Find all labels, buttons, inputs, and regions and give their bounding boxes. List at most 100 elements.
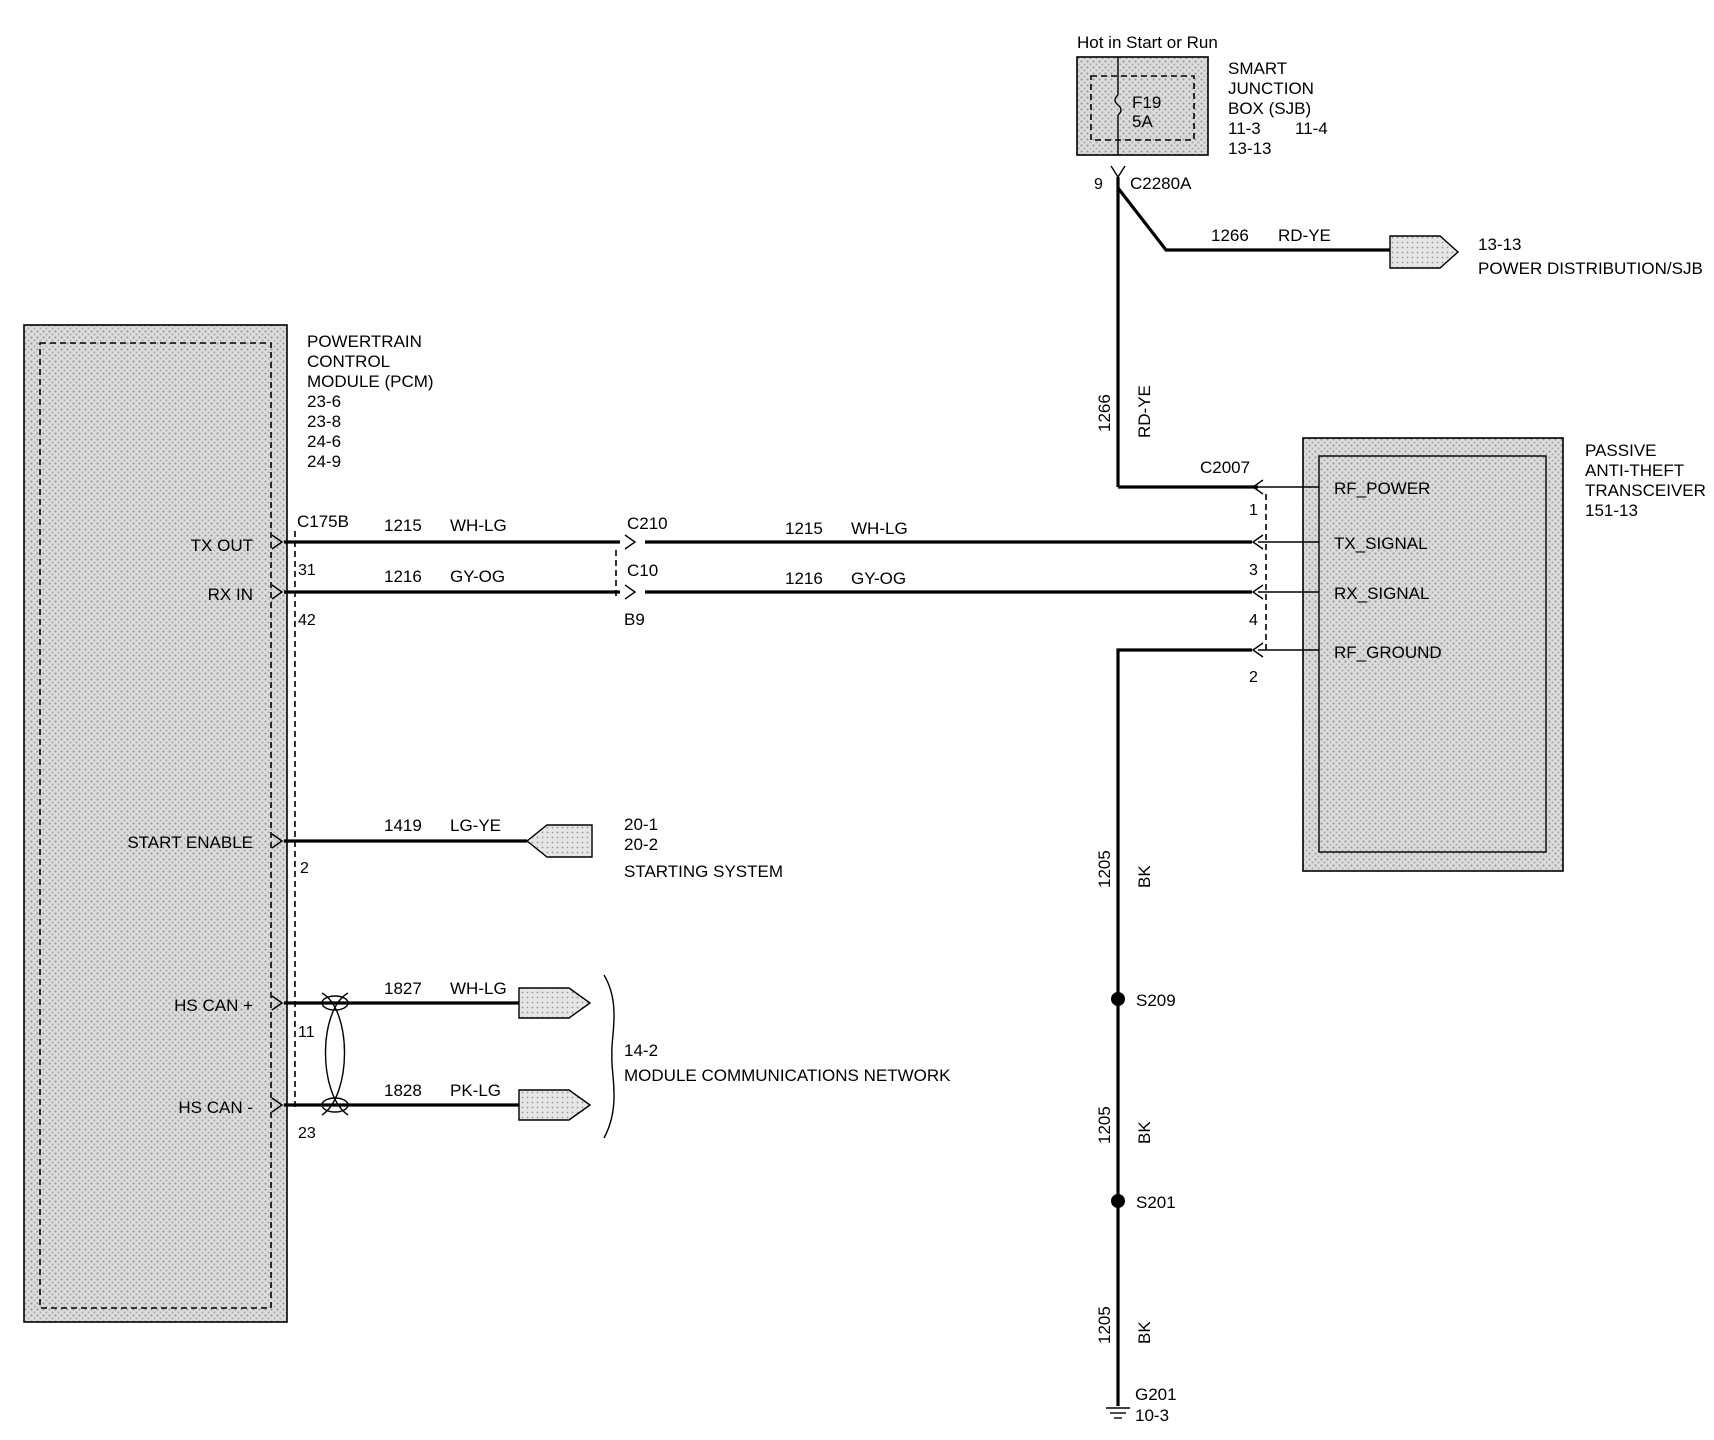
c210-arrow-icon	[624, 534, 637, 550]
pats-connector: C2007	[1200, 458, 1250, 477]
pcm-connector: C175B	[297, 512, 349, 531]
pcm-can-plus-arrow-icon	[271, 995, 284, 1011]
ground-seg-2-color: BK	[1135, 1121, 1154, 1144]
tx-left-circuit: 1215	[384, 516, 422, 535]
sjb-ref-11-4: 11-4	[1295, 119, 1328, 138]
network-label: MODULE COMMUNICATIONS NETWORK	[624, 1066, 951, 1085]
vertical-power-color: RD-YE	[1135, 385, 1154, 438]
can-minus-circuit: 1828	[384, 1081, 422, 1100]
ground-seg-2-circuit: 1205	[1095, 1106, 1114, 1144]
c210-label: C210	[627, 514, 668, 533]
sjb-connector-arrow-icon	[1110, 165, 1126, 179]
b9-label: B9	[624, 610, 645, 629]
pcm-module: POWERTRAIN CONTROL MODULE (PCM) 23-6 23-…	[23, 324, 434, 1323]
pcm-pin-2: 2	[300, 860, 309, 877]
pcm-ref-4: 24-9	[307, 452, 341, 471]
splice-s201-dot	[1111, 1194, 1125, 1208]
pcm-start-arrow-icon	[271, 833, 284, 849]
ground-seg-3-circuit: 1205	[1095, 1306, 1114, 1344]
fuse-icon	[1114, 94, 1122, 116]
splice-s209-dot	[1111, 992, 1125, 1006]
sjb-dashed-boundary	[1090, 75, 1195, 141]
ground-seg-1-circuit: 1205	[1095, 850, 1114, 888]
power-dist-circuit: 1266	[1211, 226, 1249, 245]
can-plus-flag-icon	[518, 987, 592, 1019]
tx-right-color: WH-LG	[851, 519, 908, 538]
pats-rx-arrow-icon	[1251, 584, 1264, 600]
c10-label: C10	[627, 561, 658, 580]
pats-gnd-arrow-icon	[1251, 642, 1264, 658]
starting-ref-2: 20-2	[624, 835, 658, 854]
starting-system-flag-icon	[525, 824, 593, 858]
pcm-pin-label-hs-can-plus: HS CAN +	[174, 996, 253, 1015]
pats-pin-label-rf-power: RF_POWER	[1334, 479, 1430, 498]
tx-left-color: WH-LG	[450, 516, 507, 535]
pats-pin-2: 2	[1249, 669, 1258, 686]
smart-junction-box: Hot in Start or Run F19 5A SMART JUNCTIO…	[1076, 33, 1328, 193]
pats-pin-4: 4	[1249, 612, 1258, 629]
pats-tx-arrow-icon	[1251, 534, 1264, 550]
power-dist-flag-icon	[1389, 235, 1460, 269]
pcm-pin-label-hs-can-minus: HS CAN -	[178, 1098, 253, 1117]
ground-id: G201	[1135, 1385, 1177, 1404]
rx-left-color: GY-OG	[450, 567, 505, 586]
fuse-rating: 5A	[1132, 112, 1153, 131]
power-dist-ref: 13-13	[1478, 235, 1521, 254]
sjb-name-line-3: BOX (SJB)	[1228, 99, 1311, 118]
start-circuit: 1419	[384, 816, 422, 835]
pats-rf-power-arrow-icon	[1251, 479, 1264, 495]
power-dist-label: POWER DISTRIBUTION/SJB	[1478, 259, 1703, 278]
pcm-ref-2: 23-8	[307, 412, 341, 431]
network-ref: 14-2	[624, 1041, 658, 1060]
splice-s209-label: S209	[1136, 991, 1176, 1010]
sjb-ref-11-3: 11-3	[1228, 119, 1261, 138]
pats-pin-label-rx-signal: RX_SIGNAL	[1334, 584, 1429, 603]
pats-name-line-1: PASSIVE	[1585, 441, 1657, 460]
tx-right-circuit: 1215	[785, 519, 823, 538]
hs-can-circuit: 1827 WH-LG 1828 PK-LG 14-2 MODULE COMMUN…	[284, 974, 951, 1139]
pats-pin-3: 3	[1249, 562, 1258, 579]
pats-body	[1302, 437, 1564, 872]
pats-pin-label-tx-signal: TX_SIGNAL	[1334, 534, 1428, 553]
starting-label: STARTING SYSTEM	[624, 862, 783, 881]
pcm-ref-1: 23-6	[307, 392, 341, 411]
can-plus-circuit: 1827	[384, 979, 422, 998]
ground-ref: 10-3	[1135, 1406, 1169, 1425]
power-dist-color: RD-YE	[1278, 226, 1331, 245]
rx-left-circuit: 1216	[384, 567, 422, 586]
pcm-tx-arrow-icon	[271, 534, 284, 550]
ground-circuit: 1205 BK S209 1205 BK S201 1205 BK G201 1…	[1095, 648, 1252, 1425]
can-minus-flag-icon	[518, 1089, 592, 1121]
pats-pin-1: 1	[1249, 502, 1258, 519]
pcm-pin-23: 23	[298, 1125, 316, 1142]
power-dist-branch	[1116, 187, 1390, 252]
pcm-pin-label-tx-out: TX OUT	[191, 536, 253, 555]
pcm-name-line-3: MODULE (PCM)	[307, 372, 434, 391]
network-brace-icon	[603, 974, 615, 1139]
pcm-pin-label-rx-in: RX IN	[208, 585, 253, 604]
pats-inner-boundary	[1318, 455, 1547, 853]
twisted-pair-icon	[321, 992, 346, 1116]
start-enable-circuit: 1419 LG-YE 20-1 20-2 STARTING SYSTEM	[284, 815, 783, 881]
sjb-name-line-1: SMART	[1228, 59, 1287, 78]
pcm-dashed-boundary	[39, 342, 272, 1309]
ground-seg-1-color: BK	[1135, 865, 1154, 888]
can-minus-color: PK-LG	[450, 1081, 501, 1100]
sjb-pin: 9	[1094, 176, 1103, 193]
pats-ref: 151-13	[1585, 501, 1638, 520]
sjb-ref-13-13: 13-13	[1228, 139, 1271, 158]
pats-pin-label-rf-ground: RF_GROUND	[1334, 643, 1442, 662]
ground-wire	[1116, 648, 1252, 1406]
sjb-body	[1076, 56, 1209, 156]
pcm-name-line-2: CONTROL	[307, 352, 390, 371]
twisted-pair-icon-2	[324, 992, 349, 1116]
pcm-pin-42: 42	[298, 612, 316, 629]
pcm-name-line-1: POWERTRAIN	[307, 332, 422, 351]
pcm-pin-31: 31	[298, 562, 316, 579]
twist-loop-bottom-icon	[321, 1097, 349, 1113]
pcm-body	[23, 324, 288, 1323]
pats-module: PASSIVE ANTI-THEFT TRANSCEIVER 151-13 C2…	[1200, 437, 1706, 872]
sjb-name-line-2: JUNCTION	[1228, 79, 1314, 98]
sjb-feed-label: Hot in Start or Run	[1077, 33, 1218, 52]
